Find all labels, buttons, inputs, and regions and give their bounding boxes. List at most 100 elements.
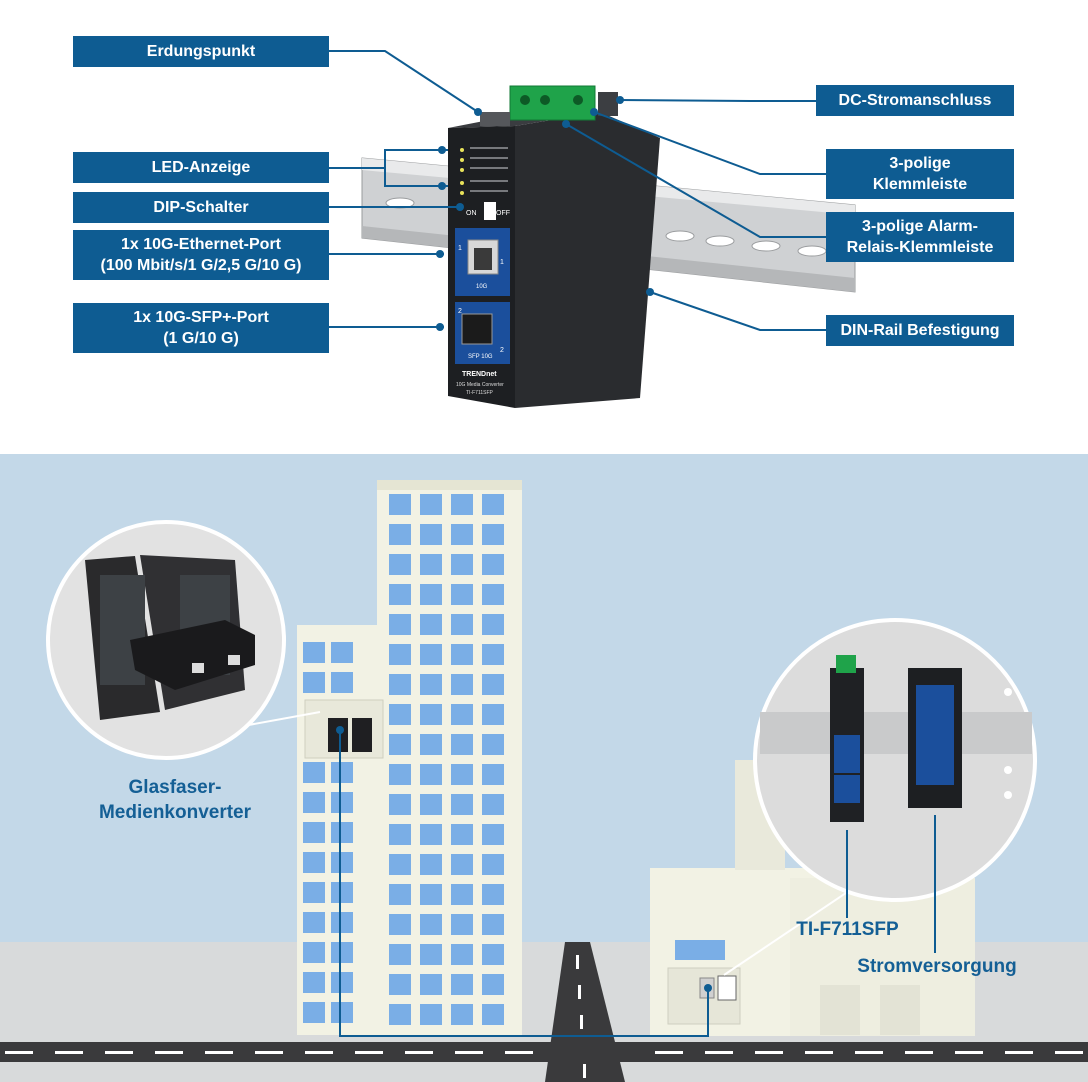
tower-window [451,524,473,545]
tower-window [482,824,504,845]
device-port1-label: 10G [476,284,488,290]
building-window [331,1002,353,1023]
tower-window [451,734,473,755]
device-brand: TRENDnet [462,371,497,378]
road-dash [155,1051,183,1054]
tower-window [451,884,473,905]
device-model-text: 10G Media Converter [456,382,504,388]
tower-window [451,854,473,875]
building-window [331,972,353,993]
road-dash [5,1051,33,1054]
media-converter-desktop-icon [130,620,255,690]
tower-window [389,704,411,725]
building-window [331,852,353,873]
media-converter-device [448,85,660,408]
tower-window [451,974,473,995]
tower-window [482,734,504,755]
road-dash [355,1051,383,1054]
road-dash [705,1051,733,1054]
tower-window [451,584,473,605]
tower-window [420,854,442,875]
tower-window [451,794,473,815]
road-dash [505,1051,533,1054]
road-dash [105,1051,133,1054]
building-window [331,882,353,903]
tower-window [482,854,504,875]
fiber-link-line [339,730,709,1037]
tower-window [420,944,442,965]
leader-lines [329,50,826,331]
road-dash [305,1051,333,1054]
tower-window [389,554,411,575]
leader-dots [436,96,654,331]
tower-window [389,524,411,545]
building-window [331,822,353,843]
road-dash [655,1051,683,1054]
tower-window [451,554,473,575]
road-dash [1005,1051,1033,1054]
tower-window [451,674,473,695]
tower-window [482,524,504,545]
building-window [303,942,325,963]
tower-window [482,1004,504,1025]
building-window [331,942,353,963]
device-port2-num-right: 2 [500,347,504,354]
label-klemmleiste: 3-polige Klemmleiste [826,149,1014,199]
road-dash [955,1051,983,1054]
tower-window [389,584,411,605]
tower-window [420,764,442,785]
tower-window [482,914,504,935]
tower-window [389,674,411,695]
device-model-number: TI-F711SFP [466,390,494,396]
tower-window [451,1004,473,1025]
product-diagram: ON OFF 1 1 10G 2 2 SFP 10G TRENDnet 10G … [329,50,856,408]
road-dash [1055,1051,1083,1054]
tower-window [389,644,411,665]
tower-window [482,554,504,575]
tower-window [482,764,504,785]
tower-window [451,944,473,965]
tower-window [389,884,411,905]
tower-window [389,1004,411,1025]
road-dash [755,1051,783,1054]
led-indicators [460,147,508,195]
tower-window [389,734,411,755]
building-window [303,672,325,693]
tower-window [420,734,442,755]
tower-window [482,884,504,905]
label-erdungspunkt: Erdungspunkt [73,36,329,67]
din-rail-zoom-bubble [723,618,1037,976]
tower-window [420,494,442,515]
tower-window [482,794,504,815]
tower-window [451,704,473,725]
tower-window [451,494,473,515]
road [0,942,1088,1082]
tower-window [389,824,411,845]
product-label: TI-F711SFP [796,919,899,940]
tower-window [389,614,411,635]
building-window [303,852,325,873]
tower-window [420,1004,442,1025]
label-dip-schalter: DIP-Schalter [73,192,329,223]
server-room-zoom-bubble [46,520,321,760]
building-window [331,912,353,933]
device-port2-num: 2 [458,308,462,315]
building-window [331,672,353,693]
sfp-port-icon [461,313,493,345]
tower-window [451,644,473,665]
tower-window [420,704,442,725]
building-window [303,912,325,933]
tower-window [389,944,411,965]
tower-window [420,644,442,665]
tower-window [482,494,504,515]
tower-window [389,854,411,875]
building-window [303,762,325,783]
tower-window [420,974,442,995]
road-dash [455,1051,483,1054]
tower-window [482,644,504,665]
device-dip-on: ON [466,210,477,217]
tower-window [420,824,442,845]
building-window [331,642,353,663]
building-window [303,822,325,843]
